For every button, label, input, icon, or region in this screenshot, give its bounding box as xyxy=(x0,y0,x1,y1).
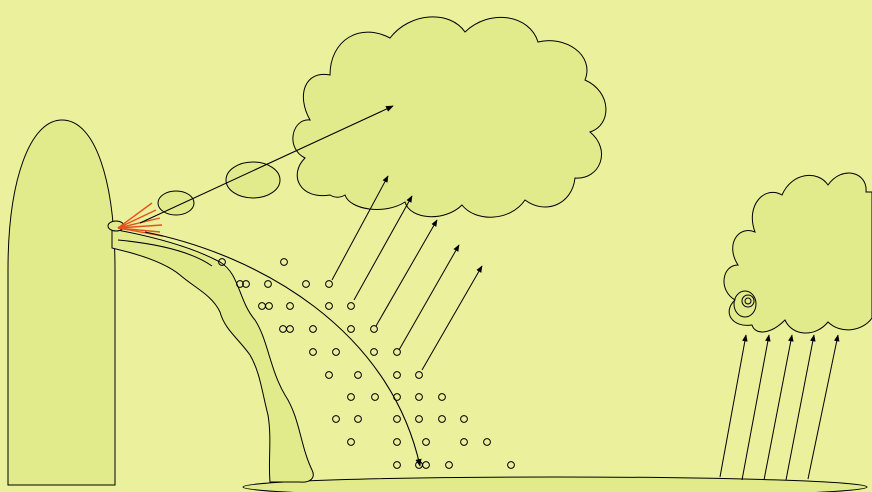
small-puff-1 xyxy=(158,191,194,215)
tall-tower xyxy=(8,120,115,485)
big-cloud xyxy=(293,17,606,217)
